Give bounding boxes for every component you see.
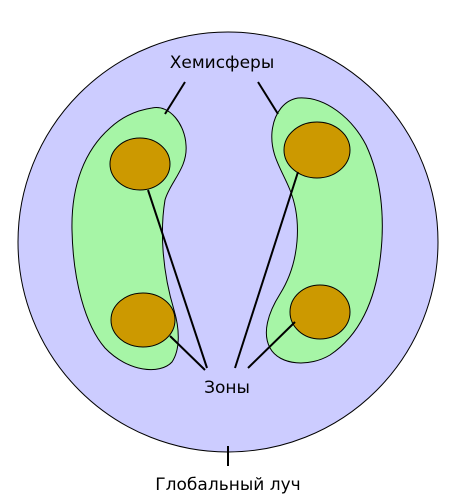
hemispheres-leader-left [164, 81, 186, 115]
zone-bottom-right [289, 284, 351, 340]
zones-leader-bottom-right [247, 321, 296, 369]
label-zones: Зоны [204, 378, 250, 398]
hemispheres-leader-right [257, 81, 279, 115]
label-global-ray: Глобальный луч [155, 475, 300, 495]
zone-top-right [283, 121, 351, 179]
zones-leader-top-right [234, 171, 299, 369]
zone-top-left [109, 137, 171, 191]
zone-bottom-left [110, 292, 176, 348]
zones-leader-bottom-left [169, 335, 206, 371]
label-hemispheres: Хемисферы [170, 53, 275, 73]
zones-leader-top-left [147, 189, 208, 369]
